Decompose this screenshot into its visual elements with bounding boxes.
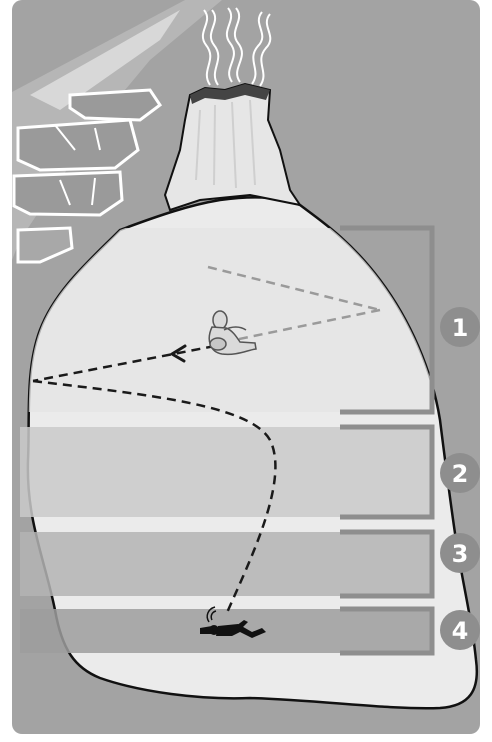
zone-number-2: 2	[452, 460, 469, 488]
zone-number-4: 4	[452, 617, 469, 645]
zone-number-1: 1	[452, 314, 469, 342]
zone-band-3	[20, 532, 432, 596]
zone-bands	[20, 228, 432, 653]
zone-badge-1: 1	[440, 307, 480, 347]
zone-band-2	[20, 427, 432, 517]
zone-badge-3: 3	[440, 533, 480, 573]
zone-number-3: 3	[452, 540, 469, 568]
zone-badge-4: 4	[440, 610, 480, 650]
zone-badge-2: 2	[440, 453, 480, 493]
